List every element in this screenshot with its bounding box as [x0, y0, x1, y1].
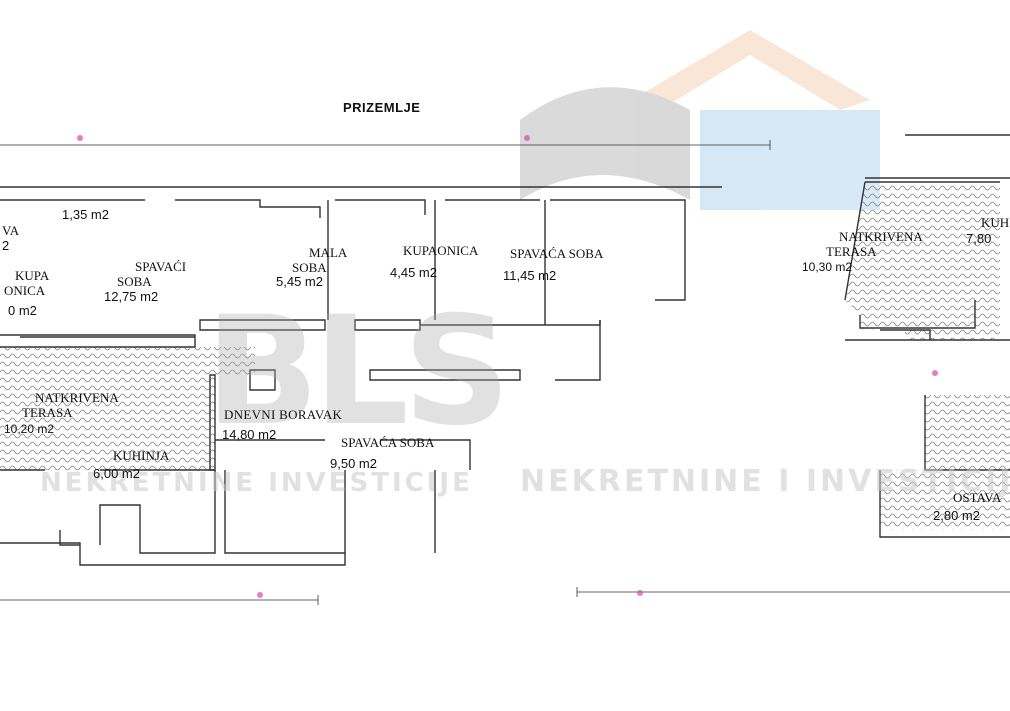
terrace-right-area: 10,30 m2 — [802, 260, 853, 274]
bathroom-left-area: 0 m2 — [8, 303, 37, 318]
living-room-area: 14,80 m2 — [222, 427, 277, 442]
kitchen-right-area: 7,80 — [966, 231, 992, 246]
watermark-text-right: NEKRETNINE I INVESTICIJE — [520, 464, 1010, 499]
small-room-area: 5,45 m2 — [276, 274, 323, 289]
bedroom-left-area: 12,75 m2 — [104, 289, 159, 304]
storage-hatch — [880, 395, 1010, 530]
terrace-right-name-2: TERASA — [826, 244, 877, 259]
bathroom-left-name-1: KUPA — [15, 268, 50, 283]
plan-title: PRIZEMLJE — [343, 100, 421, 115]
bathroom-mid-area: 4,45 m2 — [390, 265, 437, 280]
bedroom-left-name-1: SPAVAĆI — [135, 259, 187, 274]
terrace-left-name-2: TERASA — [22, 405, 73, 420]
storage-area: 2,80 m2 — [933, 508, 980, 523]
watermark-logo — [520, 30, 880, 210]
small-room-name-2: SOBA — [292, 260, 327, 275]
dimension-markers — [77, 135, 938, 598]
kitchen-right-name: KUH — [981, 215, 1010, 230]
terrace-left-area: 10,20 m2 — [4, 422, 55, 436]
bathroom-mid-name: KUPAONICA — [403, 243, 479, 258]
bedroom-mid-name: SPAVAĆA SOBA — [510, 246, 604, 261]
kitchen-left-area: 6,00 m2 — [93, 466, 140, 481]
hall-area: 1,35 m2 — [62, 207, 109, 222]
bedroom-low-name: SPAVAĆA SOBA — [341, 435, 435, 450]
small-room-name-1: MALA — [309, 245, 348, 260]
kitchen-left-name: KUHINJA — [113, 448, 170, 463]
watermark-letters: BLS — [205, 285, 511, 459]
watermark-text-left: NEKRETNINE INVESTICIJE — [40, 468, 473, 498]
bedroom-left-name-2: SOBA — [117, 274, 152, 289]
bedroom-mid-area: 11,45 m2 — [503, 268, 557, 283]
edge-room-name: VA — [2, 223, 20, 238]
terrace-left-hatch — [0, 347, 255, 470]
terrace-right-name-1: NATKRIVENA — [839, 229, 923, 244]
edge-room-area: 2 — [2, 238, 10, 253]
storage-name: OSTAVA — [953, 490, 1002, 505]
bathroom-left-name-2: ONICA — [4, 283, 46, 298]
living-room-name: DNEVNI BORAVAK — [224, 407, 343, 422]
bedroom-low-area: 9,50 m2 — [330, 456, 377, 471]
terrace-right-hatch — [845, 182, 1000, 340]
walls — [0, 134, 1010, 605]
terrace-left-name-1: NATKRIVENA — [35, 390, 119, 405]
